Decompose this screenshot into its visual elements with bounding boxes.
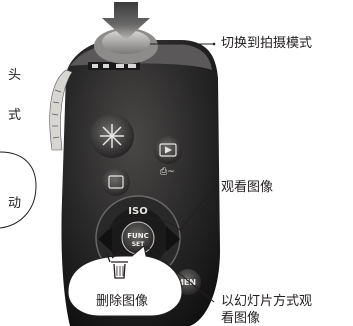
face-select-icon <box>92 64 136 68</box>
playback-icon <box>159 143 177 157</box>
partial-text-3: 动 <box>8 196 22 211</box>
shutter-button-group[interactable] <box>94 28 158 64</box>
shutter-button[interactable] <box>102 30 150 54</box>
right-arrow-icon <box>166 226 180 252</box>
starburst-icon <box>100 124 124 148</box>
partial-text-1: 头 <box>8 68 22 83</box>
print-share-icon: ⎙~ <box>160 167 175 177</box>
partial-bubble-left <box>0 151 37 229</box>
delete-bubble <box>67 245 183 317</box>
face-button[interactable] <box>102 168 130 196</box>
mode-indicator-strip <box>88 62 140 70</box>
down-arrow-icon <box>102 2 150 40</box>
menu-button-label: MEN <box>176 278 196 287</box>
set-label: SET <box>132 241 145 248</box>
face-select-icon <box>108 175 124 189</box>
view-images-label: 观看图像 <box>221 180 274 195</box>
slideshow-label-line1: 以幻灯片方式观 <box>221 294 313 309</box>
trash-icon <box>105 249 130 279</box>
iso-button-label[interactable]: ISO <box>128 206 147 217</box>
func-label: FUNC <box>127 232 148 240</box>
shooting-mode-label: 切换到拍摄模式 <box>221 36 313 51</box>
left-arrow-icon <box>98 226 112 252</box>
delete-image-label: 删除图像 <box>95 294 148 309</box>
callout-line-view <box>107 187 215 231</box>
callout-line-slideshow <box>145 245 215 303</box>
slideshow-label-line2: 看图像 <box>221 311 261 326</box>
partial-text-2: 式 <box>8 108 22 123</box>
